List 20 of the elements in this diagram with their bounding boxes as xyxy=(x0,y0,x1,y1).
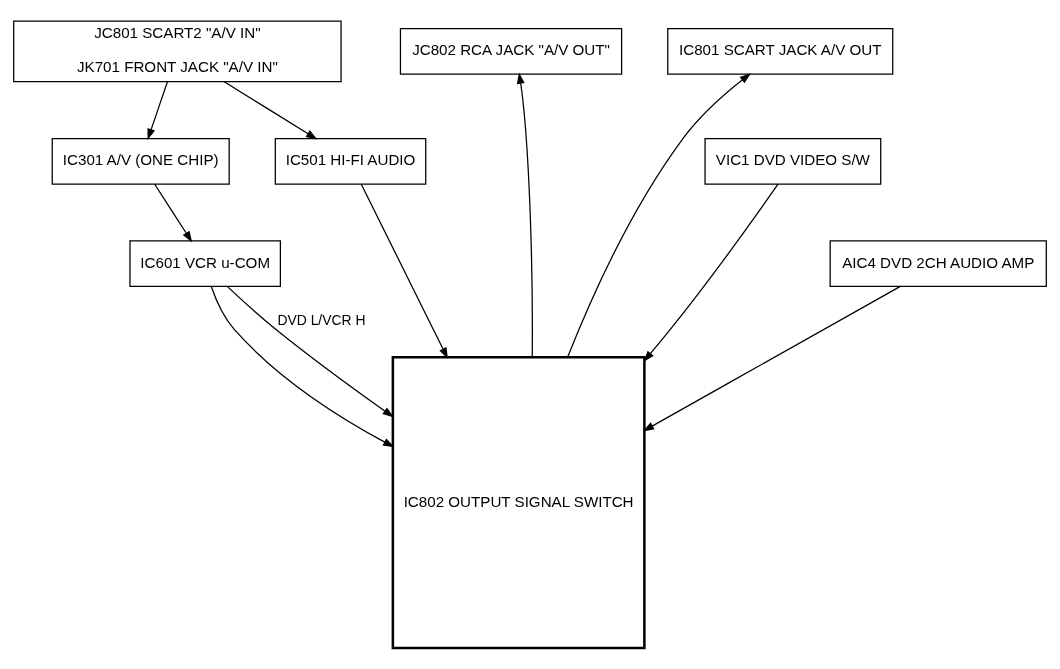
node-box: IC501 HI-FI AUDIO xyxy=(274,137,427,185)
arrow xyxy=(154,183,193,243)
node-box: IC301 A/V (ONE CHIP) xyxy=(51,137,230,185)
node-box: AIC4 DVD 2CH AUDIO AMP xyxy=(829,240,1047,288)
arrow xyxy=(223,81,318,140)
node-box: JC801 SCART2 "A/V IN" JK701 FRONT JACK "A/V IN" xyxy=(13,20,342,83)
arrow xyxy=(567,73,751,358)
arrow xyxy=(643,183,779,362)
arrow xyxy=(360,183,448,359)
arrow xyxy=(210,285,395,448)
arrow xyxy=(147,81,168,141)
arrow xyxy=(642,285,901,432)
node-box: IC801 SCART JACK A/V OUT xyxy=(667,28,894,75)
arrow xyxy=(516,72,533,358)
node-box: IC601 VCR u-COM xyxy=(129,240,281,288)
node-box: IC802 OUTPUT SIGNAL SWITCH xyxy=(391,356,646,650)
node-box: VIC1 DVD VIDEO S/W xyxy=(704,137,882,185)
arrow xyxy=(226,286,394,418)
edge-label: DVD L/VCR H xyxy=(277,312,366,329)
node-box: JC802 RCA JACK "A/V OUT" xyxy=(399,28,623,75)
